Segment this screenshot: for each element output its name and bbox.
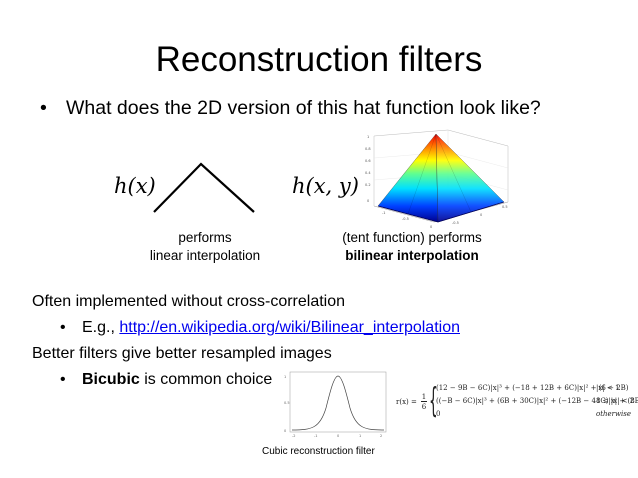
svg-text:0: 0 bbox=[480, 213, 482, 217]
formula-frac-num: 1 bbox=[421, 393, 427, 402]
svg-text:0.8: 0.8 bbox=[365, 147, 371, 151]
line4-rest: is common choice bbox=[139, 371, 273, 388]
bullet-text: What does the 2D version of this hat fun… bbox=[66, 97, 541, 119]
svg-text:0.6: 0.6 bbox=[365, 159, 371, 163]
bullet-question: • What does the 2D version of this hat fu… bbox=[40, 96, 541, 120]
slide-title: Reconstruction filters bbox=[155, 40, 483, 79]
svg-text:0.2: 0.2 bbox=[365, 183, 371, 187]
hx-label: h(x) bbox=[114, 174, 156, 198]
svg-text:0.5: 0.5 bbox=[502, 205, 508, 209]
formula-row-3: 0 bbox=[436, 410, 441, 418]
bell-curve bbox=[291, 375, 385, 431]
svg-text:0: 0 bbox=[284, 429, 286, 433]
tent-surface-plot: 1 0.8 0.6 0.4 0.2 0 -1 -0.5 0 -0.5 0 0.5 bbox=[365, 129, 509, 229]
caption-left-1: performs bbox=[178, 230, 232, 245]
text-line-3: Better filters give better resampled ima… bbox=[32, 345, 332, 362]
formula-cond-2: 1 ≤ |x| < 2 bbox=[596, 397, 635, 405]
eg-prefix: E.g., bbox=[82, 319, 120, 336]
formula-frac-den: 6 bbox=[421, 403, 427, 411]
svg-text:0: 0 bbox=[430, 225, 432, 229]
formula-cond-3: otherwise bbox=[596, 410, 631, 418]
svg-text:1: 1 bbox=[284, 375, 286, 379]
formula-cond-1: |x| < 1 bbox=[596, 384, 620, 392]
text-line-4: • Bicubic is common choice bbox=[60, 370, 272, 390]
svg-text:1: 1 bbox=[367, 135, 369, 139]
svg-text:-0.5: -0.5 bbox=[402, 217, 409, 221]
cubic-filter-plot: 1 0.5 0 -2 -1 0 1 2 bbox=[284, 371, 387, 438]
caption-right-2: bilinear interpolation bbox=[345, 248, 479, 263]
svg-text:1: 1 bbox=[359, 434, 361, 438]
svg-text:-2: -2 bbox=[292, 434, 296, 438]
hxy-label: h(x, y) bbox=[292, 174, 359, 198]
svg-text:0.5: 0.5 bbox=[284, 401, 290, 405]
svg-text:0.4: 0.4 bbox=[365, 171, 371, 175]
plot-ticks: 1 0.5 0 -2 -1 0 1 2 bbox=[284, 375, 382, 438]
plot-frame bbox=[289, 371, 387, 433]
bullet-dot: • bbox=[60, 371, 66, 388]
svg-text:-0.5: -0.5 bbox=[452, 221, 459, 225]
caption-right-1: (tent function) performs bbox=[342, 230, 482, 245]
hat-function-line bbox=[153, 162, 255, 213]
plot-ticks: 1 0.8 0.6 0.4 0.2 0 -1 -0.5 0 -0.5 0 0.5 bbox=[365, 135, 508, 229]
bicubic-formula: r(x) = 1 6 { (12 − 9B − 6C)|x|³ + (−18 +… bbox=[396, 381, 638, 424]
svg-text:0: 0 bbox=[337, 434, 339, 438]
svg-text:2: 2 bbox=[380, 434, 382, 438]
text-line-2: • E.g., http://en.wikipedia.org/wiki/Bili… bbox=[60, 318, 460, 338]
bullet-dot: • bbox=[60, 319, 66, 336]
cubic-filter-caption: Cubic reconstruction filter bbox=[262, 446, 375, 457]
formula-row-2: ((−B − 6C)|x|³ + (6B + 30C)|x|² + (−12B … bbox=[436, 397, 638, 405]
bicubic-bold: Bicubic bbox=[82, 371, 140, 388]
formula-row-1: (12 − 9B − 6C)|x|³ + (−18 + 12B + 6C)|x|… bbox=[436, 384, 629, 392]
caption-left-2: linear interpolation bbox=[149, 248, 261, 263]
svg-text:-1: -1 bbox=[314, 434, 318, 438]
tent-surface bbox=[377, 133, 505, 223]
bullet-dot: • bbox=[40, 97, 47, 119]
hat-function-graph bbox=[153, 162, 255, 213]
svg-text:0: 0 bbox=[367, 199, 369, 203]
wikipedia-link[interactable]: http://en.wikipedia.org/wiki/Bilinear_in… bbox=[119, 319, 460, 336]
formula-lhs: r(x) = bbox=[396, 398, 417, 406]
text-line-1: Often implemented without cross-correlat… bbox=[32, 293, 346, 310]
svg-text:-1: -1 bbox=[382, 211, 386, 215]
formula-brace: { bbox=[429, 381, 438, 421]
